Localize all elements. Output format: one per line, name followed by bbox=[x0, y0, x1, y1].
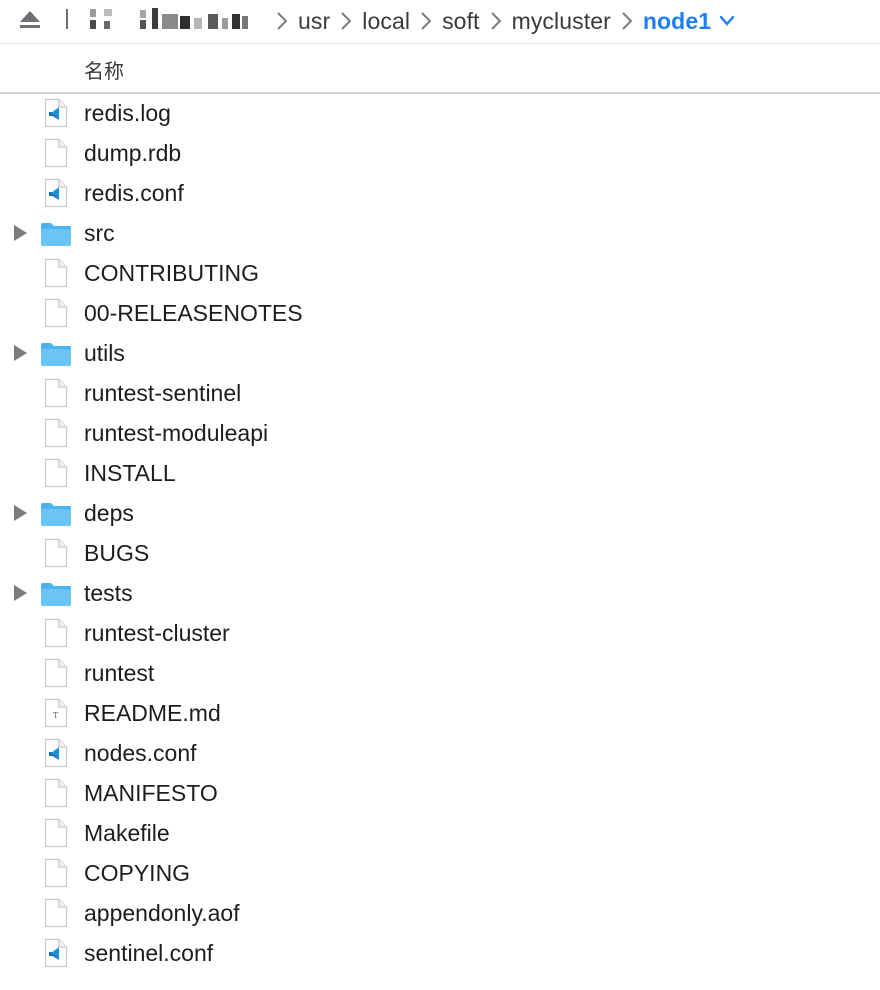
column-header: 名称 bbox=[0, 43, 880, 94]
eject-icon[interactable] bbox=[18, 9, 42, 31]
list-item[interactable]: src bbox=[0, 213, 880, 253]
breadcrumb: usr local soft mycluster node1 bbox=[266, 0, 735, 42]
chevron-right-icon bbox=[421, 12, 432, 30]
toolbar-divider bbox=[66, 9, 68, 29]
document-icon bbox=[44, 818, 68, 848]
disclosure-triangle-icon[interactable] bbox=[12, 344, 28, 362]
file-name: README.md bbox=[84, 700, 221, 726]
folder-icon bbox=[41, 503, 71, 526]
list-item[interactable]: runtest-moduleapi bbox=[0, 413, 880, 453]
document-icon bbox=[44, 298, 68, 328]
file-name: deps bbox=[84, 500, 134, 526]
list-item[interactable]: utils bbox=[0, 333, 880, 373]
document-icon bbox=[44, 258, 68, 288]
list-item[interactable]: appendonly.aof bbox=[0, 893, 880, 933]
disclosure-triangle-icon[interactable] bbox=[12, 504, 28, 522]
chevron-down-icon[interactable] bbox=[719, 15, 735, 27]
document-icon bbox=[44, 618, 68, 648]
file-name: sentinel.conf bbox=[84, 940, 214, 966]
list-item[interactable]: runtest bbox=[0, 653, 880, 693]
file-name: nodes.conf bbox=[84, 740, 197, 766]
file-name: MANIFESTO bbox=[84, 780, 218, 806]
vscode-file-icon bbox=[44, 98, 68, 128]
text-document-icon: T bbox=[44, 698, 68, 728]
list-item[interactable]: runtest-sentinel bbox=[0, 373, 880, 413]
redacted-path-segment bbox=[90, 8, 248, 29]
file-name: src bbox=[84, 220, 115, 246]
breadcrumb-item-mycluster[interactable]: mycluster bbox=[511, 7, 611, 34]
name-column-header[interactable]: 名称 bbox=[84, 59, 124, 83]
breadcrumb-item-usr[interactable]: usr bbox=[298, 7, 331, 34]
document-icon bbox=[44, 658, 68, 688]
folder-icon bbox=[41, 223, 71, 246]
document-icon bbox=[44, 378, 68, 408]
list-item[interactable]: runtest-cluster bbox=[0, 613, 880, 653]
file-name: runtest-cluster bbox=[84, 620, 230, 646]
document-icon bbox=[44, 898, 68, 928]
chevron-right-icon bbox=[341, 12, 352, 30]
folder-icon bbox=[41, 583, 71, 606]
document-icon bbox=[44, 538, 68, 568]
disclosure-triangle-icon[interactable] bbox=[12, 584, 28, 602]
file-name: appendonly.aof bbox=[84, 900, 240, 926]
breadcrumb-item-soft[interactable]: soft bbox=[442, 7, 480, 34]
file-name: Makefile bbox=[84, 820, 170, 846]
svg-text:T: T bbox=[53, 711, 59, 720]
document-icon bbox=[44, 418, 68, 448]
list-item[interactable]: redis.conf bbox=[0, 173, 880, 213]
document-icon bbox=[44, 778, 68, 808]
file-name: runtest-sentinel bbox=[84, 380, 242, 406]
file-name: utils bbox=[84, 340, 125, 366]
file-name: redis.conf bbox=[84, 180, 184, 206]
file-name: runtest bbox=[84, 660, 155, 686]
disclosure-triangle-icon[interactable] bbox=[12, 224, 28, 242]
folder-icon bbox=[41, 343, 71, 366]
path-bar: usr local soft mycluster node1 bbox=[0, 0, 880, 42]
document-icon bbox=[44, 138, 68, 168]
file-name: COPYING bbox=[84, 860, 191, 886]
breadcrumb-item-local[interactable]: local bbox=[362, 7, 411, 34]
file-name: runtest-moduleapi bbox=[84, 420, 269, 446]
file-name: INSTALL bbox=[84, 460, 176, 486]
list-item[interactable]: tests bbox=[0, 573, 880, 613]
list-item[interactable]: Makefile bbox=[0, 813, 880, 853]
list-item[interactable]: MANIFESTO bbox=[0, 773, 880, 813]
list-item[interactable]: nodes.conf bbox=[0, 733, 880, 773]
file-name: tests bbox=[84, 580, 133, 606]
document-icon bbox=[44, 458, 68, 488]
list-item[interactable]: redis.log bbox=[0, 93, 880, 133]
list-item[interactable]: 00-RELEASENOTES bbox=[0, 293, 880, 333]
file-name: redis.log bbox=[84, 100, 171, 126]
file-name: BUGS bbox=[84, 540, 150, 566]
file-name: 00-RELEASENOTES bbox=[84, 300, 303, 326]
vscode-file-icon bbox=[44, 938, 68, 968]
file-name: dump.rdb bbox=[84, 140, 182, 166]
vscode-file-icon bbox=[44, 738, 68, 768]
list-item[interactable]: sentinel.conf bbox=[0, 933, 880, 973]
breadcrumb-item-current[interactable]: node1 bbox=[642, 7, 712, 34]
vscode-file-icon bbox=[44, 178, 68, 208]
file-name: CONTRIBUTING bbox=[84, 260, 260, 286]
document-icon bbox=[44, 858, 68, 888]
list-item[interactable]: COPYING bbox=[0, 853, 880, 893]
chevron-right-icon bbox=[490, 12, 501, 30]
list-item[interactable]: BUGS bbox=[0, 533, 880, 573]
chevron-right-icon bbox=[622, 12, 633, 30]
chevron-right-icon bbox=[277, 12, 288, 30]
list-item[interactable]: INSTALL bbox=[0, 453, 880, 493]
list-item[interactable]: dump.rdb bbox=[0, 133, 880, 173]
list-item[interactable]: CONTRIBUTING bbox=[0, 253, 880, 293]
list-item[interactable]: deps bbox=[0, 493, 880, 533]
list-item[interactable]: T README.md bbox=[0, 693, 880, 733]
